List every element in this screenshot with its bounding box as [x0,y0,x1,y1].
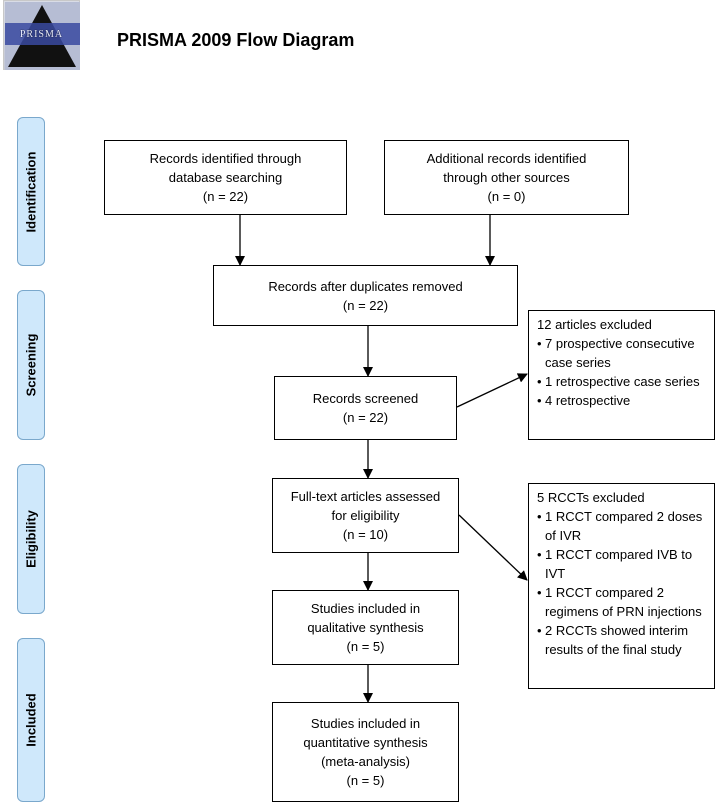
box-articles-excluded: 12 articles excluded 7 prospective conse… [528,310,715,440]
list-item: 1 RCCT compared IVB to IVT [537,545,708,583]
box-quantitative-line-3: (meta-analysis) [321,754,410,769]
box-database-line-2: database searching [168,170,283,185]
box-other-line-1: Additional records identified [426,151,587,166]
rccts-excluded-list: 1 RCCT compared 2 doses of IVR 1 RCCT co… [537,507,708,659]
box-quantitative-count: (n = 5) [346,773,385,788]
box-rccts-excluded: 5 RCCTs excluded 1 RCCT compared 2 doses… [528,483,715,689]
box-duplicates-removed: Records after duplicates removed (n = 22… [213,265,518,326]
box-quantitative-synthesis: Studies included in quantitative synthes… [272,702,459,802]
articles-excluded-list: 7 prospective consecutive case series 1 … [537,334,708,410]
box-qualitative-count: (n = 5) [346,639,385,654]
box-qualitative-line-2: qualitative synthesis [307,620,424,635]
list-item: 2 RCCTs showed interim results of the fi… [537,621,708,659]
box-quantitative-line-1: Studies included in [310,716,421,731]
stage-included: Included [17,638,45,802]
arrow-screened-to-excluded [456,373,528,408]
box-other-records: Additional records identified through ot… [384,140,629,215]
prisma-logo: PRISMA [3,0,80,70]
list-item: 7 prospective consecutive case series [537,334,708,372]
stage-eligibility: Eligibility [17,464,45,614]
box-qualitative-line-1: Studies included in [310,601,421,616]
box-fulltext-line-1: Full-text articles assessed [290,489,441,504]
box-database-line-1: Records identified through [149,151,302,166]
articles-excluded-heading: 12 articles excluded [537,317,652,332]
box-records-screened: Records screened (n = 22) [274,376,457,440]
box-other-line-2: through other sources [443,170,570,185]
box-duplicates-line-1: Records after duplicates removed [268,278,463,294]
box-fulltext-line-2: for eligibility [331,508,400,523]
box-quantitative-line-2: quantitative synthesis [303,735,428,750]
box-fulltext-assessed: Full-text articles assessed for eligibil… [272,478,459,553]
rccts-excluded-heading: 5 RCCTs excluded [537,490,645,505]
box-screened-line-1: Records screened [312,391,419,406]
box-qualitative-synthesis: Studies included in qualitative synthesi… [272,590,459,665]
list-item: 4 retrospective [537,391,708,410]
list-item: 1 RCCT compared 2 regimens of PRN inject… [537,583,708,621]
box-database-records: Records identified through database sear… [104,140,347,215]
box-fulltext-count: (n = 10) [342,527,389,542]
list-item: 1 retrospective case series [537,372,708,391]
list-item: 1 RCCT compared 2 doses of IVR [537,507,708,545]
arrow-fulltext-to-excluded [458,514,528,581]
box-other-count: (n = 0) [487,189,526,204]
logo-text: PRISMA [19,29,64,40]
diagram-title: PRISMA 2009 Flow Diagram [117,30,355,50]
stage-identification: Identification [17,117,45,266]
box-database-count: (n = 22) [202,189,249,204]
prisma-logo-icon [5,2,80,70]
box-duplicates-count: (n = 22) [342,297,389,313]
box-screened-count: (n = 22) [342,410,389,425]
stage-screening: Screening [17,290,45,440]
